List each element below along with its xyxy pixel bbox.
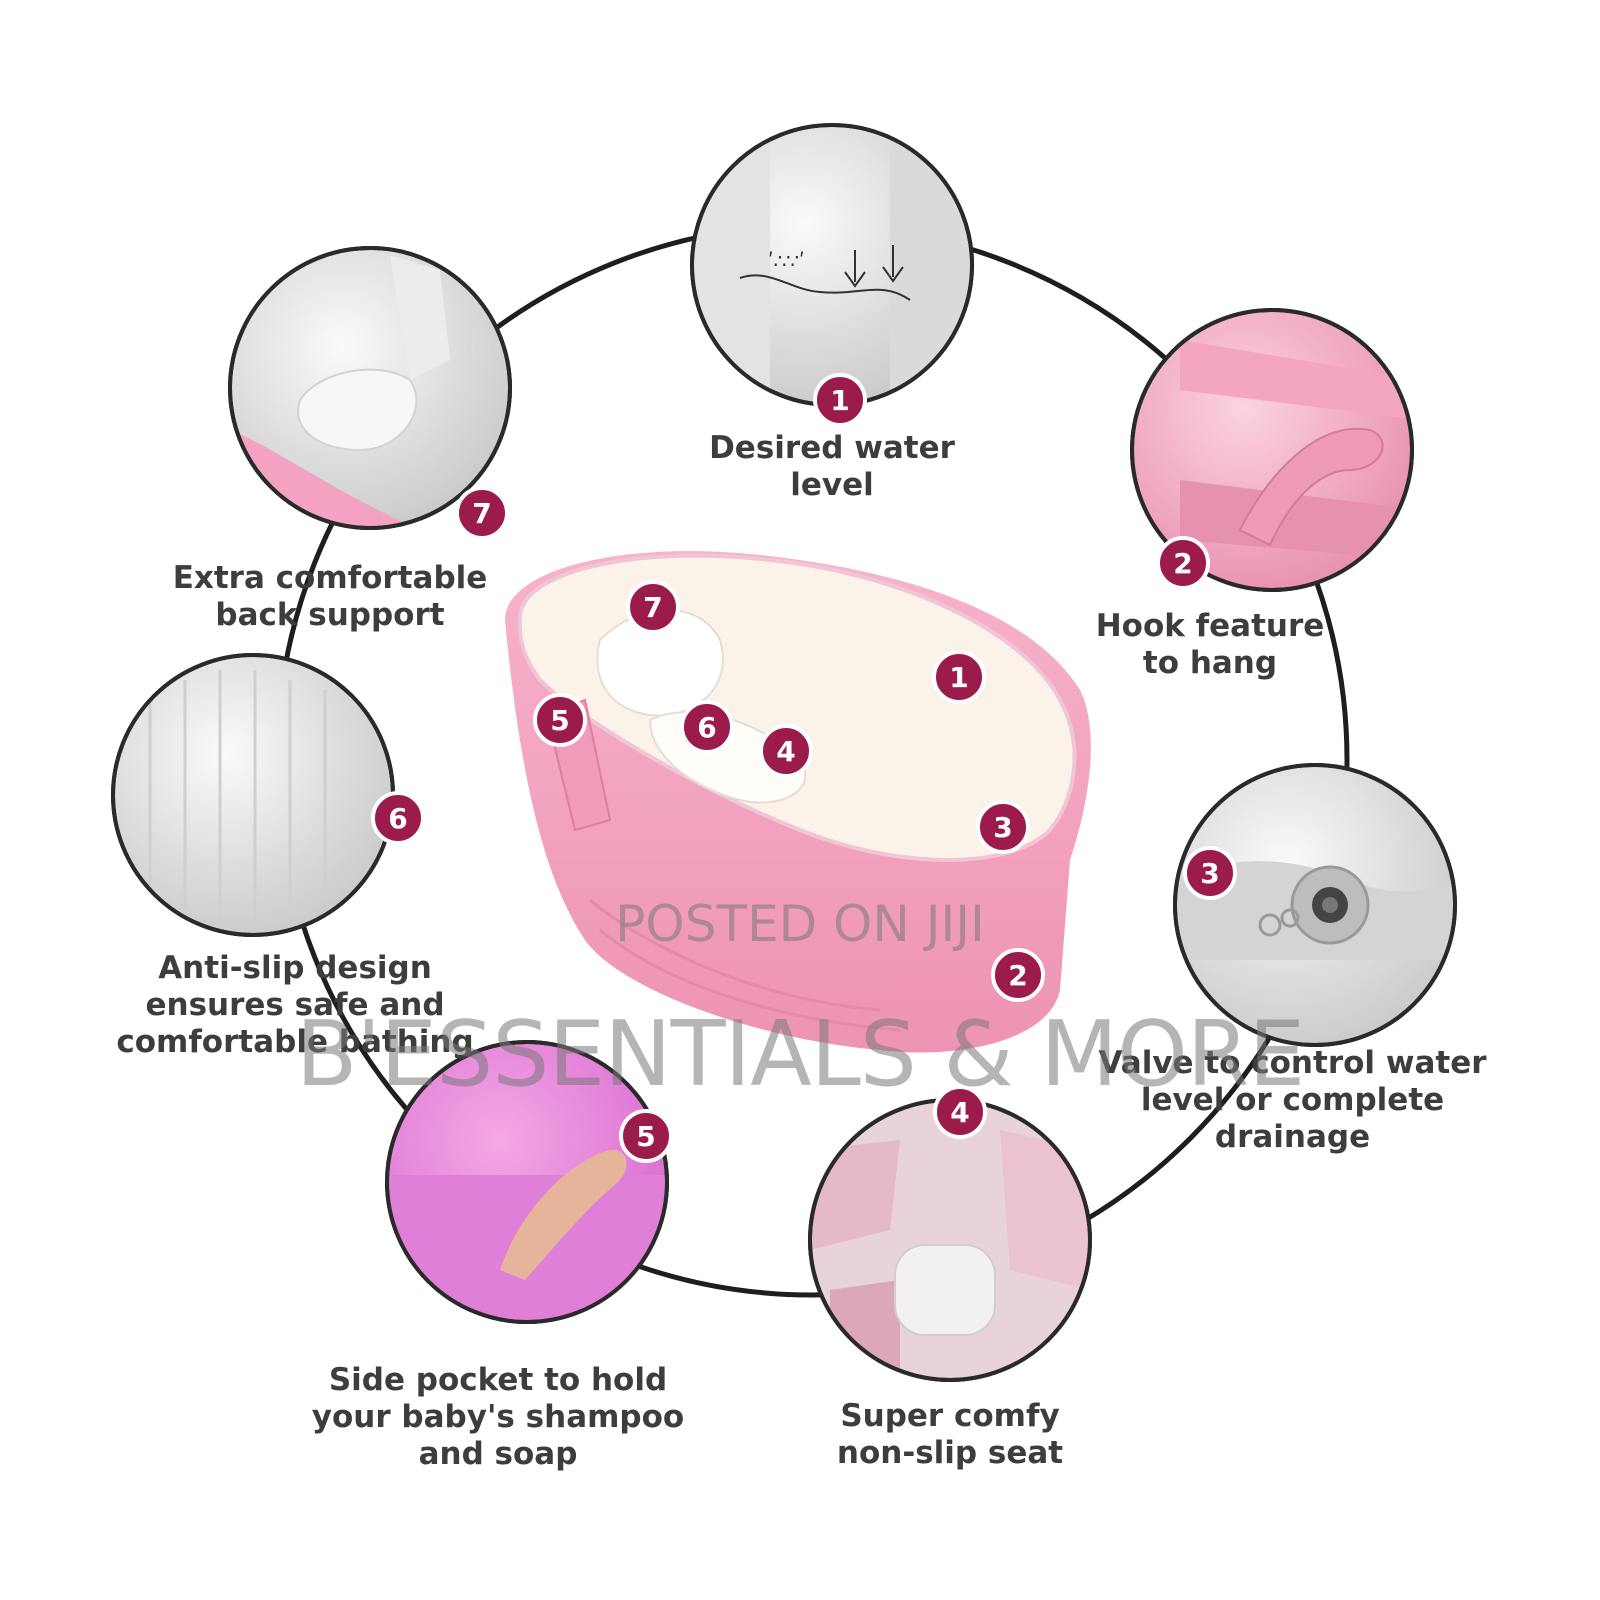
caption-line: drainage (1214, 1119, 1371, 1155)
badge-number: 6 (697, 711, 716, 744)
badge-number: 2 (1008, 959, 1027, 992)
caption-line: Extra comfortable (172, 560, 488, 596)
badge-number: 4 (950, 1096, 969, 1129)
caption-line: Super comfy (840, 1398, 1060, 1434)
feature-image-seat (808, 1098, 1092, 1382)
badge-number: 5 (550, 704, 569, 737)
feature-badge-4: 4 (933, 1085, 987, 1139)
watermark-store-name: B'ESSENTIALS & MORE (295, 1002, 1305, 1107)
badge-number: 1 (830, 384, 849, 417)
caption-line: your baby's shampoo (311, 1399, 685, 1435)
feature-caption-7: Extra comfortable back support (170, 560, 490, 634)
watermark-posted-on: POSTED ON JIJI (615, 895, 985, 953)
feature-caption-3: Valve to control water level or complete… (1095, 1045, 1490, 1156)
caption-line: non-slip seat (836, 1435, 1064, 1471)
tub-marker-6: 6 (680, 700, 734, 754)
caption-line: to hang (1142, 645, 1278, 681)
caption-line: and soap (418, 1436, 578, 1472)
feature-caption-2: Hook feature to hang (1090, 608, 1330, 682)
caption-line: Valve to control water (1098, 1045, 1487, 1081)
caption-line: back support (215, 597, 445, 633)
caption-line: ensures safe and (145, 987, 445, 1023)
feature-image-hook (1130, 308, 1414, 592)
badge-number: 3 (1200, 857, 1219, 890)
badge-number: 1 (949, 661, 968, 694)
tub-marker-3: 3 (976, 800, 1030, 854)
feature-badge-3: 3 (1183, 846, 1237, 900)
badge-number: 6 (388, 802, 407, 835)
feature-image-water-level: ʹ∴∵ʹ (690, 123, 974, 407)
feature-badge-1: 1 (813, 373, 867, 427)
feature-badge-6: 6 (371, 791, 425, 845)
tub-marker-2: 2 (991, 948, 1045, 1002)
feature-image-back-support (228, 246, 512, 530)
feature-image-side-pocket (385, 1040, 669, 1324)
feature-image-anti-slip (111, 653, 395, 937)
tub-marker-5: 5 (533, 693, 587, 747)
feature-badge-5: 5 (619, 1109, 673, 1163)
badge-number: 7 (472, 497, 491, 530)
tub-marker-4: 4 (759, 724, 813, 778)
svg-text:ʹ∴∵ʹ: ʹ∴∵ʹ (768, 249, 805, 273)
feature-caption-5: Side pocket to hold your baby's shampoo … (308, 1362, 688, 1473)
tub-marker-1: 1 (932, 650, 986, 704)
badge-number: 3 (993, 811, 1012, 844)
caption-line: Anti-slip design (158, 950, 432, 986)
caption-line: Hook feature (1095, 608, 1325, 644)
badge-number: 7 (643, 591, 662, 624)
caption-line: level (790, 467, 874, 503)
badge-number: 4 (776, 735, 795, 768)
caption-line: Side pocket to hold (328, 1362, 668, 1398)
feature-caption-1: Desired water level (702, 430, 962, 504)
caption-line: Desired water (709, 430, 955, 466)
feature-image-valve (1173, 763, 1457, 1047)
feature-badge-7: 7 (455, 486, 509, 540)
badge-number: 5 (636, 1120, 655, 1153)
feature-caption-6: Anti-slip design ensures safe and comfor… (110, 950, 480, 1061)
feature-badge-2: 2 (1156, 536, 1210, 590)
caption-line: comfortable bathing (116, 1024, 474, 1060)
badge-number: 2 (1173, 547, 1192, 580)
tub-marker-7: 7 (626, 580, 680, 634)
feature-caption-4: Super comfy non-slip seat (820, 1398, 1080, 1472)
caption-line: level or complete (1140, 1082, 1445, 1118)
